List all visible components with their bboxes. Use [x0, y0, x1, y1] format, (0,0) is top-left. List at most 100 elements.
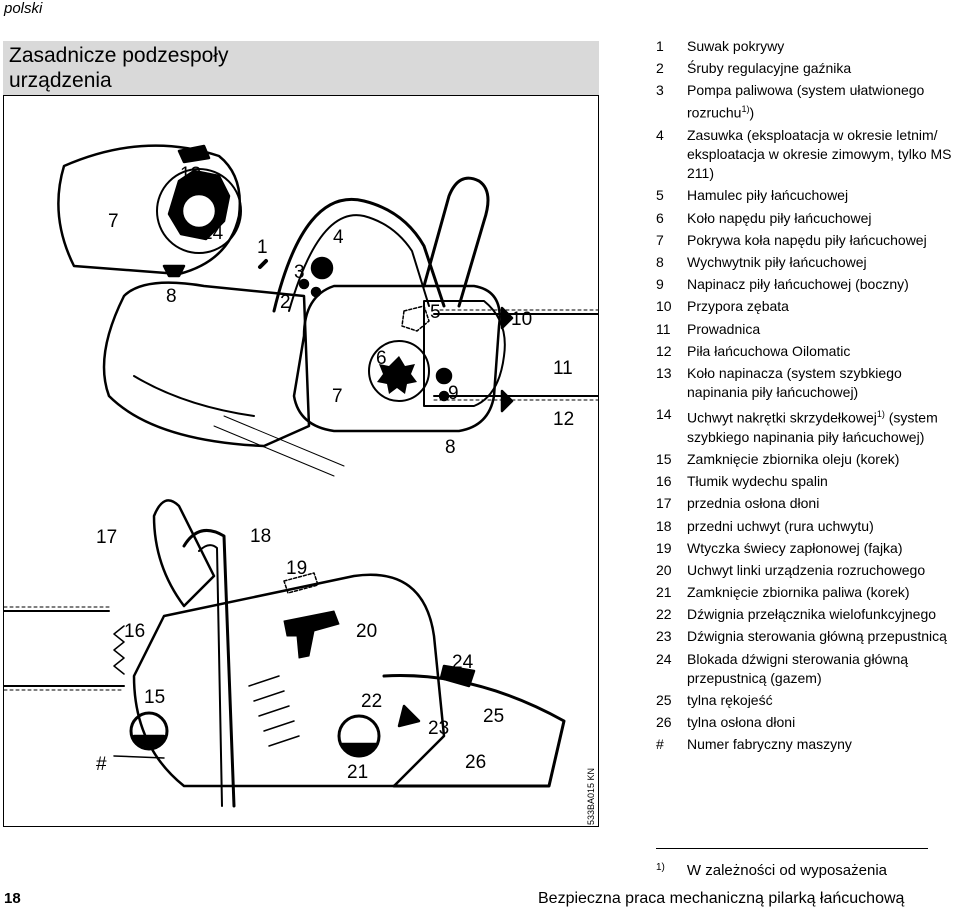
legend-item: 25 tylna rękojeść	[656, 691, 960, 710]
legend-text: Przypora zębata	[687, 297, 960, 316]
callout-label: 8	[166, 286, 177, 307]
legend-text-main: Suwak pokrywy	[687, 38, 785, 54]
legend-text-after: )	[749, 105, 755, 122]
legend-text-main: Pompa paliwowa (system ułatwionego rozru…	[687, 82, 925, 122]
legend-footnote-ref: 1)	[876, 409, 885, 420]
legend-text-main: Dźwignia sterowania główną przepustnicą	[687, 628, 947, 645]
page-number: 18	[4, 890, 21, 907]
legend-text-main: Koło napinacza (system szybkiego napinan…	[687, 364, 902, 400]
callout-label: 17	[96, 527, 117, 548]
legend-number: 7	[656, 231, 664, 248]
legend-number: 11	[656, 320, 671, 337]
legend-text: Prowadnica	[687, 320, 960, 339]
callout-label: 6	[376, 348, 387, 369]
legend-text: Uchwyt linki urządzenia rozruchowego	[687, 561, 960, 580]
legend-text-after: (system szybkiego napinania piły łańcuch…	[687, 409, 938, 445]
legend-text: Hamulec piły łańcuchowej	[687, 186, 960, 205]
legend-item: 24 Blokada dźwigni sterowania główną prze…	[656, 650, 960, 688]
callout-label: 24	[452, 652, 474, 673]
legend-text: Suwak pokrywy	[687, 37, 960, 56]
legend-item: 20 Uchwyt linki urządzenia rozruchowego	[656, 561, 960, 580]
chainsaw-figure: 7 13 14 1 4 3 8 2 5 10 6 11 7 9 12 8 17 …	[3, 95, 599, 827]
legend-text: Wtyczka świecy zapłonowej (fajka)	[687, 539, 960, 558]
legend-text: Blokada dźwigni sterowania główną przepu…	[687, 650, 960, 688]
callout-label: 3	[294, 262, 305, 283]
callout-label: 2	[280, 292, 291, 313]
legend-text: Wychwytnik piły łańcuchowej	[687, 253, 960, 272]
legend-number: 12	[656, 342, 672, 359]
legend-text: przedni uchwyt (rura uchwytu)	[687, 517, 960, 536]
language-label: polski	[4, 0, 43, 17]
legend-text: Śruby regulacyjne gaźnika	[687, 59, 960, 78]
legend-text: Pompa paliwowa (system ułatwionego rozru…	[687, 81, 960, 123]
legend-text-main: Śruby regulacyjne gaźnika	[687, 60, 852, 77]
legend-text-main: Uchwyt linki urządzenia rozruchowego	[687, 561, 926, 578]
section-heading-box: Zasadnicze podzespoły urządzenia	[3, 41, 599, 95]
legend-number: 22	[656, 606, 672, 623]
legend-number: 13	[656, 364, 672, 381]
legend-text-main: przedni uchwyt (rura uchwytu)	[687, 517, 874, 534]
footnote: 1)W zależności od wyposażenia	[656, 862, 887, 879]
legend-item: 19 Wtyczka świecy zapłonowej (fajka)	[656, 539, 960, 558]
legend-text: Dźwignia sterowania główną przepustnicą	[687, 627, 960, 646]
callout-label: 9	[448, 383, 459, 404]
legend-number: 18	[656, 517, 672, 534]
legend-number: 10	[656, 298, 672, 315]
legend-number: #	[656, 736, 664, 753]
legend-text-main: Blokada dźwigni sterowania główną przepu…	[687, 650, 909, 686]
legend-number: 5	[656, 187, 664, 204]
legend-number: 20	[656, 561, 672, 578]
callout-label: 19	[286, 558, 307, 579]
legend-number: 25	[656, 691, 672, 708]
callout-label: 22	[361, 691, 382, 712]
figure-callouts: 7 13 14 1 4 3 8 2 5 10 6 11 7 9 12 8 17 …	[96, 164, 574, 783]
legend-text: Pokrywa koła napędu piły łańcuchowej	[687, 231, 960, 250]
callout-label: 7	[332, 386, 343, 407]
legend-item: 11 Prowadnica	[656, 320, 960, 339]
callout-label: 8	[445, 437, 456, 458]
callout-label: 25	[483, 706, 504, 727]
callout-label: 4	[333, 227, 344, 248]
legend-number: 15	[656, 450, 672, 467]
legend-text-main: tylna rękojeść	[687, 691, 773, 708]
callout-label: #	[96, 754, 107, 775]
legend-number: 9	[656, 276, 664, 293]
legend-text: Tłumik wydechu spalin	[687, 472, 960, 491]
figure-code: 533BA015 KN	[586, 767, 596, 825]
document-title: Bezpieczna praca mechaniczną pilarką łań…	[538, 890, 905, 907]
legend-item: 1 Suwak pokrywy	[656, 37, 960, 56]
legend-number: 19	[656, 539, 672, 556]
legend-text: Uchwyt nakrętki skrzydełkowej1) (system …	[687, 405, 960, 447]
callout-label: 21	[347, 762, 368, 783]
legend-item: 7 Pokrywa koła napędu piły łańcuchowej	[656, 231, 960, 250]
legend-item: 3 Pompa paliwowa (system ułatwionego rozr…	[656, 81, 960, 123]
callout-label: 1	[257, 237, 268, 258]
callout-label: 16	[124, 621, 145, 642]
legend-item: 16 Tłumik wydechu spalin	[656, 472, 960, 491]
legend-text: Zasuwka (eksploatacja w okresie letnim/ …	[687, 126, 960, 183]
legend-number: 26	[656, 714, 672, 730]
legend-item: #Numer fabryczny maszyny	[656, 735, 960, 754]
legend-number: 16	[656, 473, 672, 490]
legend-number: 3	[656, 82, 664, 99]
legend-text-main: przednia osłona dłoni	[687, 495, 820, 512]
legend-text: tylna rękojeść	[687, 691, 960, 710]
legend-text-main: Uchwyt nakrętki skrzydełkowej	[687, 409, 877, 426]
callout-label: 23	[428, 718, 449, 739]
legend-text: tylna osłona dłoni	[687, 713, 960, 732]
callout-label: 14	[202, 223, 224, 244]
callout-label: 5	[430, 302, 441, 323]
legend-number: 24	[656, 650, 672, 667]
legend-item: 13 Koło napinacza (system szybkiego napin…	[656, 364, 960, 402]
callout-label: 7	[108, 211, 119, 232]
legend-text-main: Dźwignia przełącznika wielofunkcyjnego	[687, 606, 937, 623]
callout-label: 11	[553, 358, 573, 379]
legend-text: Zamknięcie zbiornika paliwa (korek)	[687, 583, 960, 602]
legend-number: 1	[656, 38, 664, 54]
